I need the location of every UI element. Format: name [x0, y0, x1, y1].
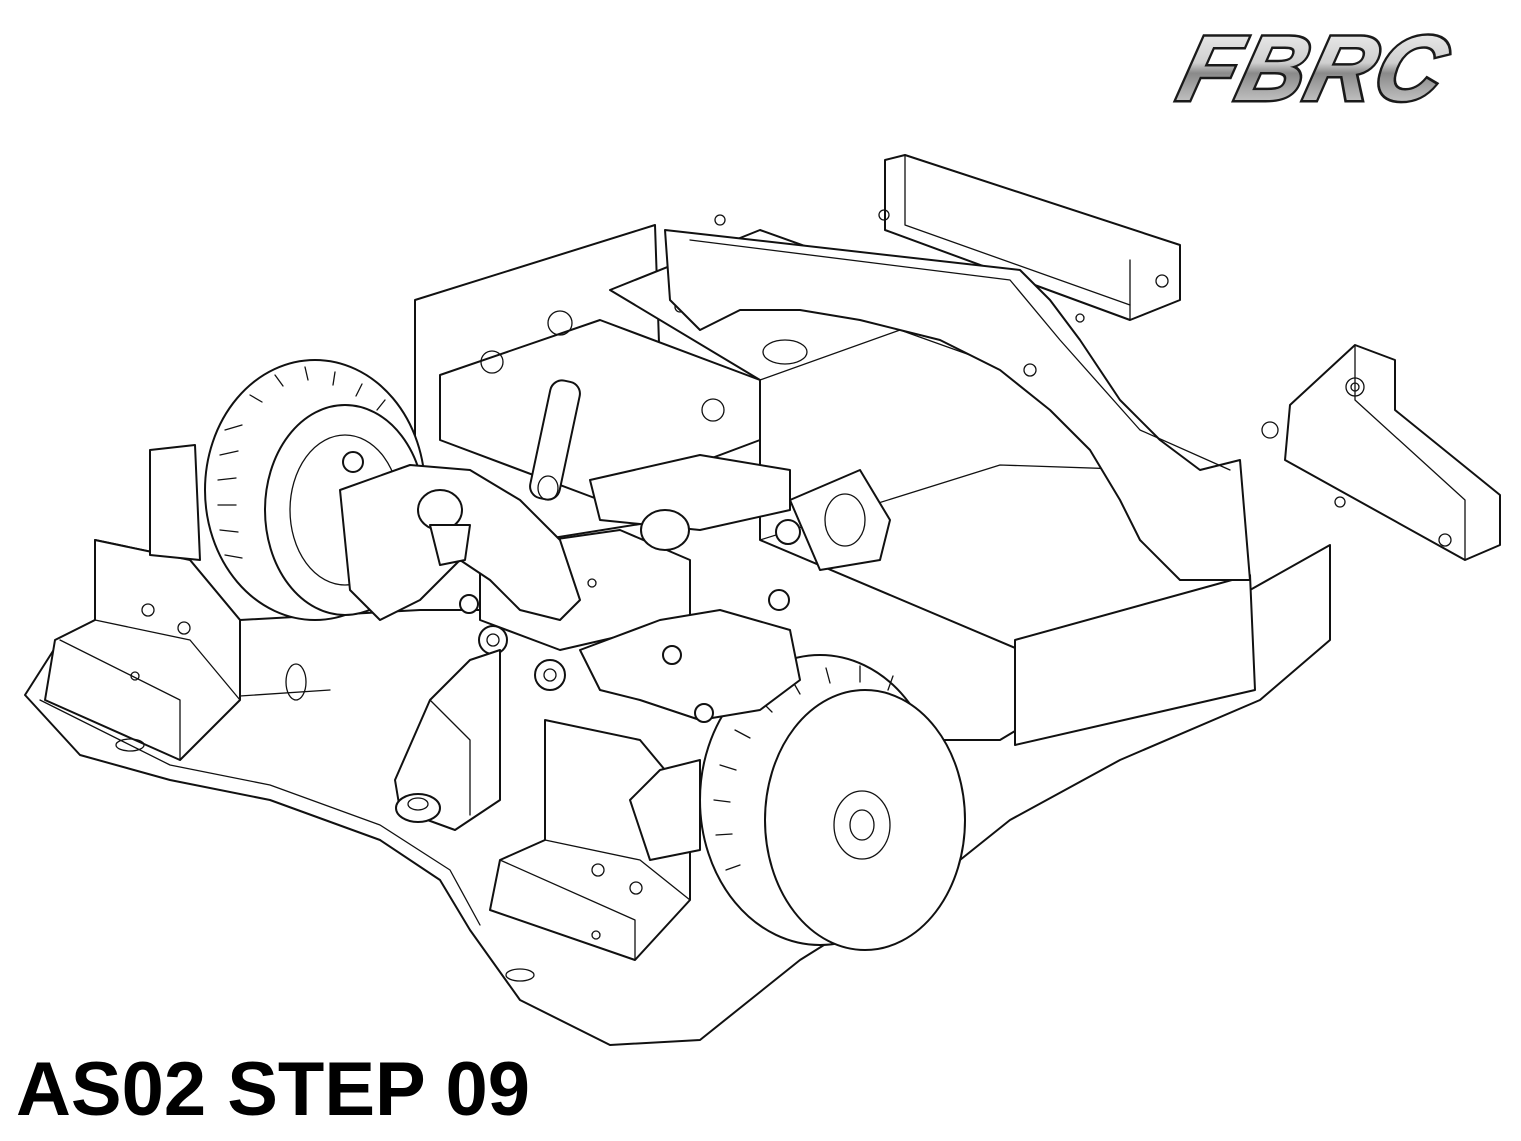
top-brace — [664, 214, 1251, 581]
logo-text: FBRC — [1170, 22, 1459, 114]
step-title: AS02 STEP 09 — [16, 1047, 531, 1132]
suspension-towers — [285, 649, 701, 861]
chassis-illustration — [24, 154, 1501, 1046]
left-bumper — [44, 444, 241, 761]
front-right-wheel — [699, 654, 966, 951]
steering-assembly — [339, 379, 891, 723]
rear-frame — [884, 154, 1501, 561]
fbrc-logo: FBRC — [1167, 22, 1461, 114]
right-bumper — [489, 719, 691, 982]
